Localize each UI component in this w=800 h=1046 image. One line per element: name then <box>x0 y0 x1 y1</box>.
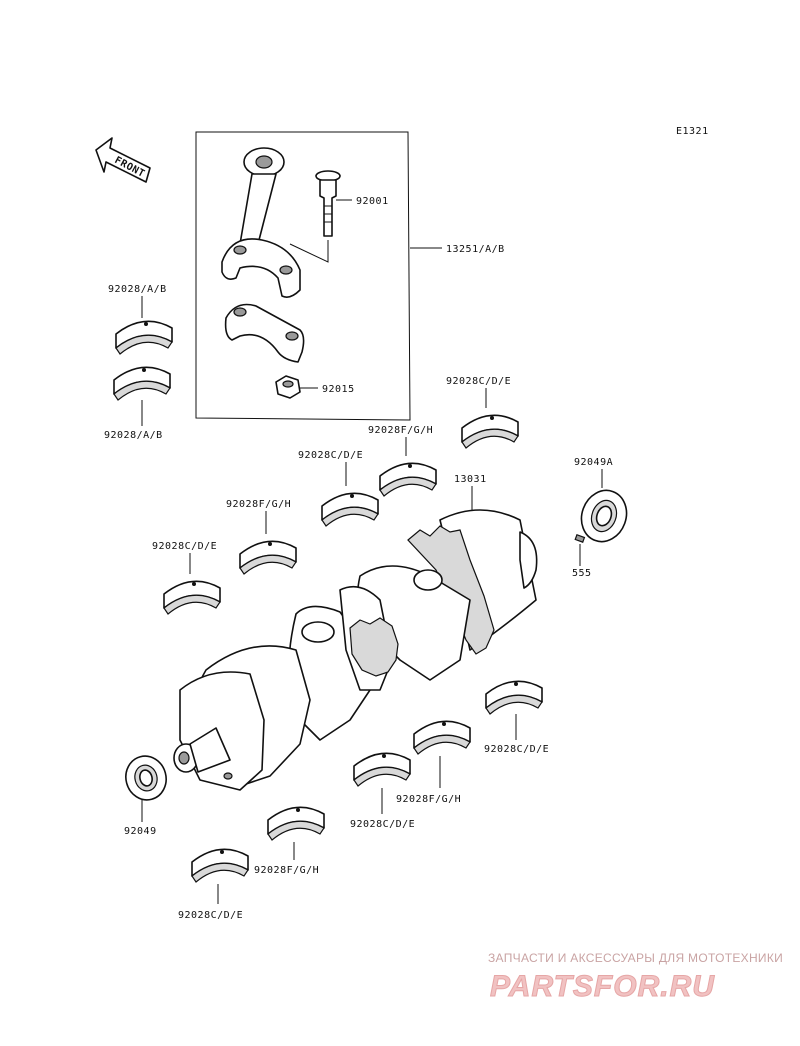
label-main-bearing-3: 92028C/D/E <box>298 450 363 461</box>
main-bearing-1 <box>461 414 519 449</box>
watermark-tagline: ЗАПЧАСТИ И АКСЕССУАРЫ ДЛЯ МОТОТЕХНИКИ <box>488 951 783 965</box>
rod-bolt <box>315 170 352 237</box>
diagram-code: E1321 <box>676 126 709 137</box>
connecting-rod-box: 13251/A/B 92001 <box>195 131 505 421</box>
label-main-bearing-10: 92028C/D/E <box>178 910 243 921</box>
label-rod-bolt: 92001 <box>356 196 389 207</box>
main-bearing-6 <box>485 680 543 715</box>
label-oil-seal-right: 92049A <box>574 457 613 468</box>
main-bearing-9 <box>267 806 325 841</box>
oil-seal-right <box>580 489 628 543</box>
label-main-bearing-9: 92028F/G/H <box>254 865 319 876</box>
label-rod-bearing-bottom: 92028/A/B <box>104 430 163 441</box>
main-bearing-10 <box>191 848 249 883</box>
main-bearing-7 <box>413 720 471 755</box>
label-crankshaft: 13031 <box>454 474 487 485</box>
crankshaft <box>173 509 538 791</box>
watermark-logo: PARTSFOR.RU <box>490 970 715 1003</box>
label-main-bearing-5: 92028C/D/E <box>152 541 217 552</box>
label-rod-bearing-top: 92028/A/B <box>108 284 167 295</box>
label-main-bearing-1: 92028C/D/E <box>446 376 511 387</box>
label-main-bearing-8: 92028C/D/E <box>350 819 415 830</box>
oil-seal-left <box>125 755 167 801</box>
main-bearing-4 <box>239 540 297 575</box>
label-oil-seal-left: 92049 <box>124 826 157 837</box>
rod-bearing-bottom <box>113 366 171 401</box>
rod-cap <box>224 303 305 363</box>
rod-nut <box>275 375 318 399</box>
connecting-rod <box>221 147 301 298</box>
label-pin: 555 <box>572 568 592 579</box>
label-main-bearing-4: 92028F/G/H <box>226 499 291 510</box>
main-bearing-2 <box>379 462 437 497</box>
rod-bearing-top <box>115 320 173 355</box>
main-bearing-8 <box>353 752 411 787</box>
label-main-bearing-2: 92028F/G/H <box>368 425 433 436</box>
label-connecting-rod-assy: 13251/A/B <box>446 244 505 255</box>
front-arrow-icon: FRONT <box>95 137 151 183</box>
main-bearing-5 <box>163 580 221 615</box>
label-main-bearing-7: 92028F/G/H <box>396 794 461 805</box>
label-rod-nut: 92015 <box>322 384 355 395</box>
pin <box>574 533 586 566</box>
label-main-bearing-6: 92028C/D/E <box>484 744 549 755</box>
main-bearing-3 <box>321 492 379 527</box>
